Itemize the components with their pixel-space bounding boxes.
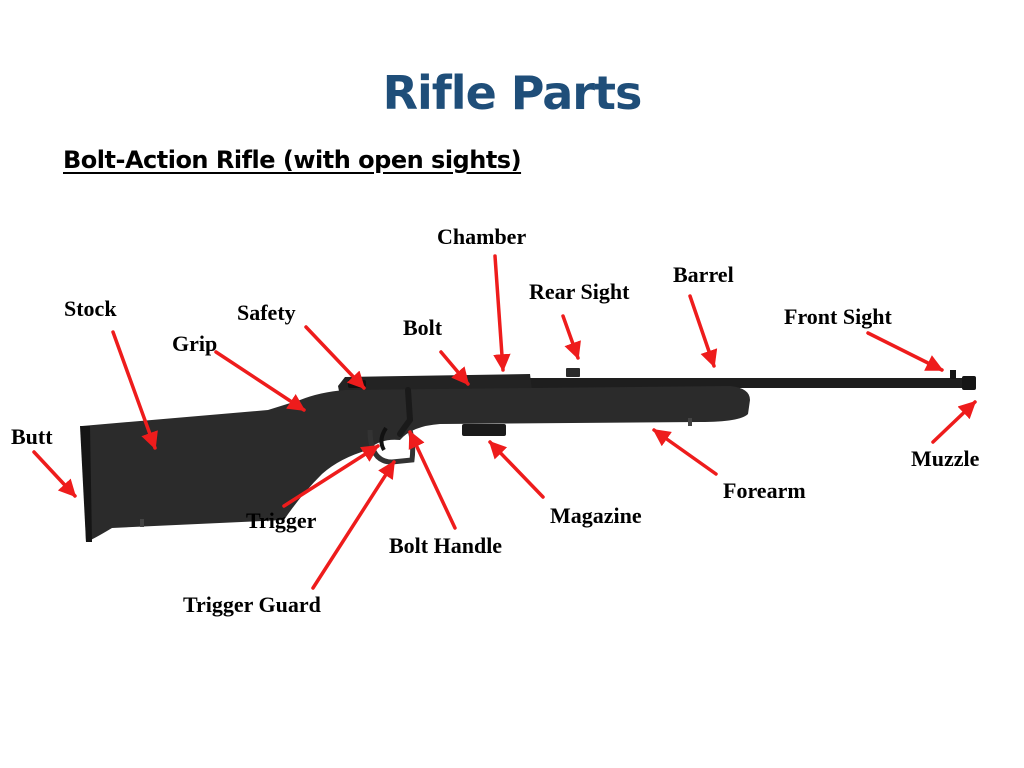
label-stock: Stock (64, 296, 117, 321)
arrow-safety (304, 325, 366, 390)
arrow-trigger-guard (311, 460, 396, 590)
arrow-muzzle (931, 400, 977, 444)
arrow-bolt-handle (408, 430, 457, 530)
label-bolt-handle: Bolt Handle (389, 533, 503, 558)
arrow-chamber (493, 254, 511, 372)
arrow-grip (214, 350, 306, 412)
rifle-magazine (462, 424, 506, 436)
label-bolt: Bolt (403, 315, 443, 340)
label-barrel: Barrel (673, 262, 734, 287)
label-safety: Safety (237, 300, 296, 325)
rifle-rear-sight (566, 368, 580, 377)
label-grip: Grip (172, 331, 218, 356)
arrow-trigger (282, 444, 380, 508)
label-butt: Butt (11, 424, 53, 449)
rifle-trigger (379, 426, 388, 452)
rifle-barrel (520, 378, 975, 388)
annotation-arrows (32, 254, 977, 590)
rifle-muzzle-end (962, 376, 976, 390)
rifle-illustration (80, 368, 976, 542)
arrow-front-sight (866, 331, 944, 372)
page-subtitle: Bolt-Action Rifle (with open sights) (63, 146, 522, 174)
arrow-forearm (652, 428, 718, 476)
arrow-bolt (439, 350, 470, 386)
label-trigger: Trigger (246, 508, 317, 533)
label-rear-sight: Rear Sight (529, 279, 630, 304)
page-title: Rifle Parts (382, 66, 643, 120)
label-muzzle: Muzzle (911, 446, 980, 471)
rifle-stock (82, 386, 750, 542)
arrow-magazine (488, 440, 545, 499)
arrow-rear-sight (561, 314, 581, 360)
label-trigger-guard: Trigger Guard (183, 592, 321, 617)
rifle-sling-swivel-rear (140, 519, 144, 527)
label-magazine: Magazine (550, 503, 642, 528)
arrow-stock (111, 330, 158, 450)
rifle-sling-swivel-front (688, 418, 692, 426)
label-chamber: Chamber (437, 224, 527, 249)
rifle-front-sight (950, 370, 956, 379)
rifle-bolt-handle (397, 387, 414, 437)
arrow-barrel (688, 294, 718, 368)
arrow-butt (32, 450, 77, 498)
rifle-butt-plate (80, 426, 92, 542)
label-forearm: Forearm (723, 478, 806, 503)
label-front-sight: Front Sight (784, 304, 892, 329)
